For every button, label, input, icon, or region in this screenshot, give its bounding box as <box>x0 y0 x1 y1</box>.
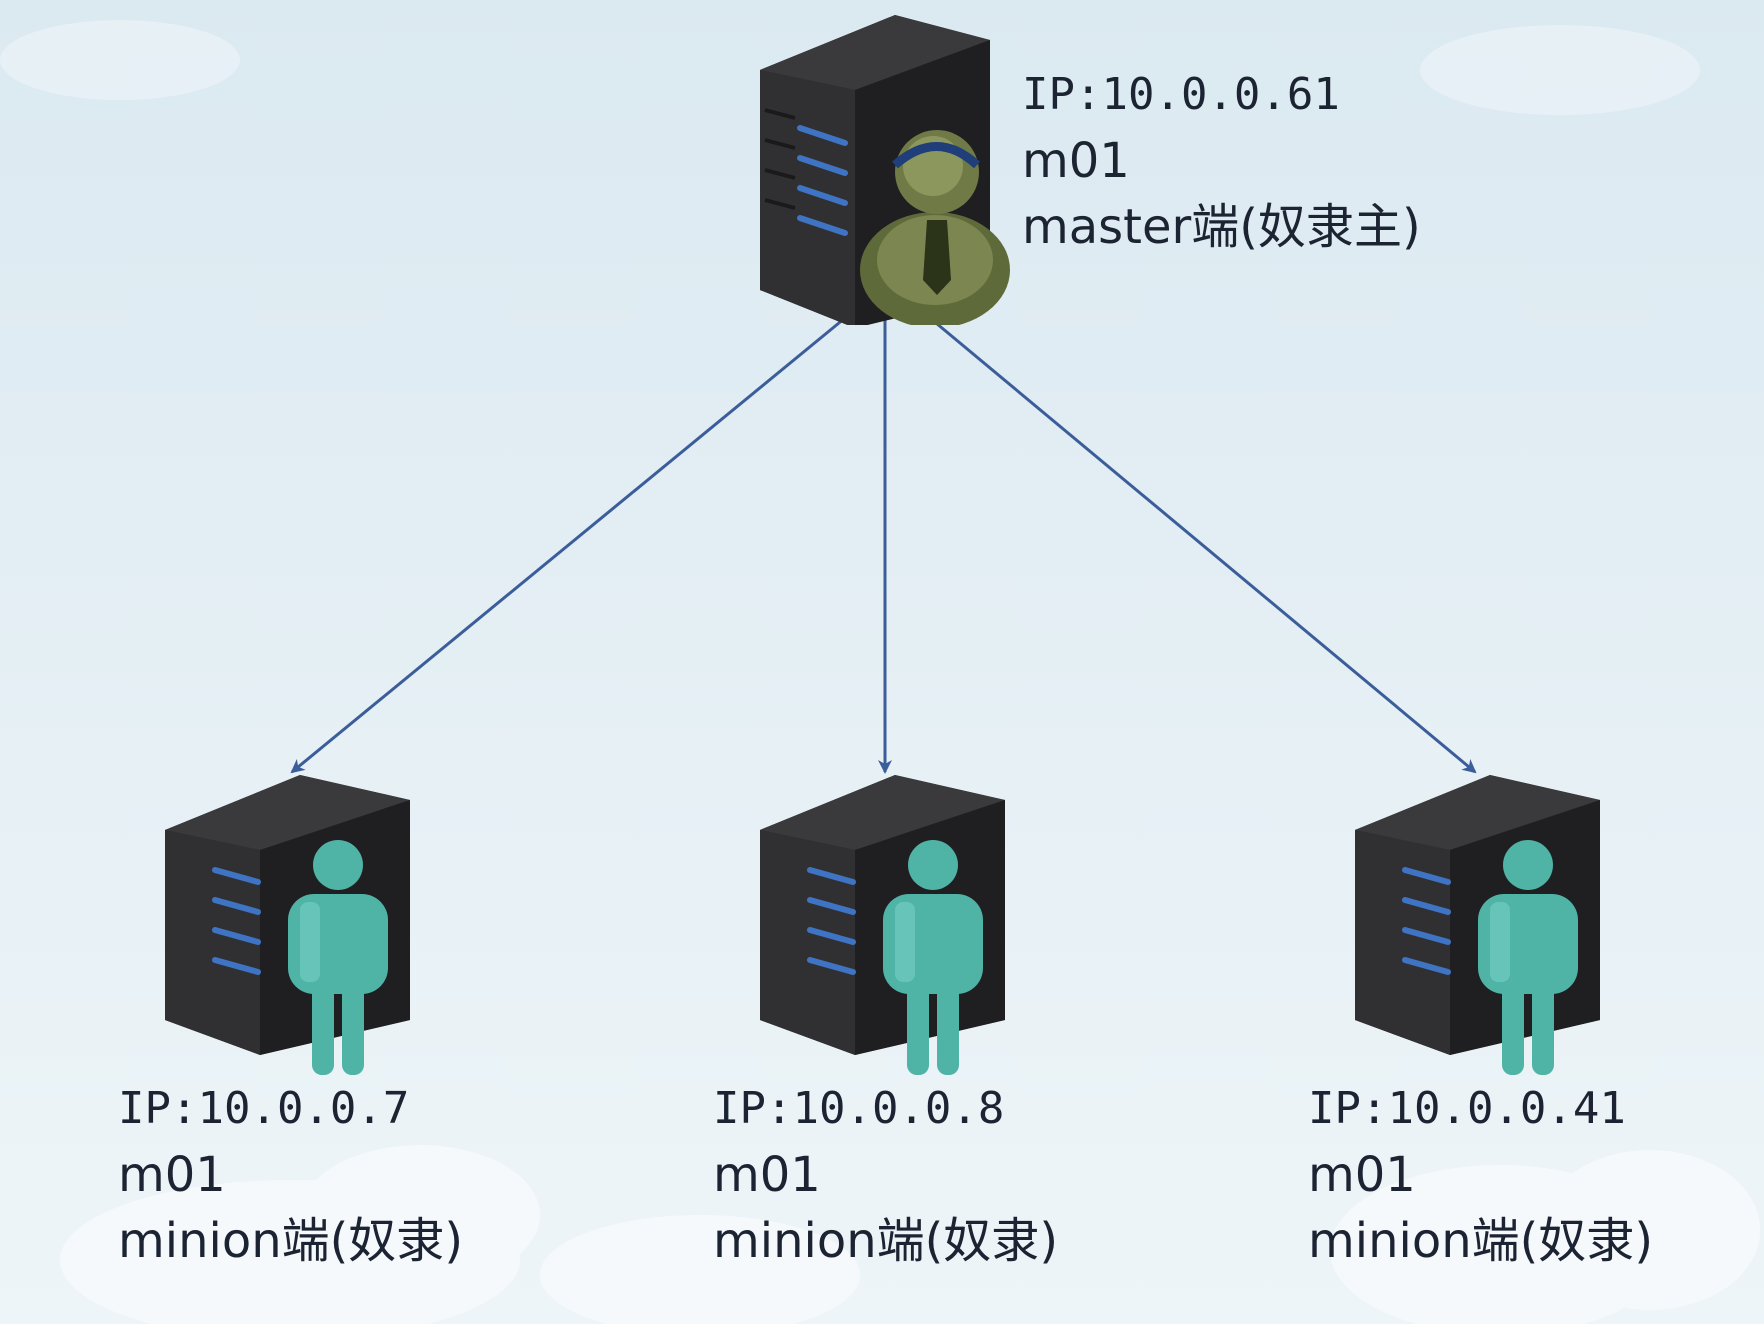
master-role: master端(奴隶主) <box>1022 199 1421 255</box>
minion-label-0: IP:10.0.0.7 m01 minion端(奴隶) <box>118 1076 463 1274</box>
minion-label-2: IP:10.0.0.41 m01 minion端(奴隶) <box>1308 1076 1653 1274</box>
minion-role: minion端(奴隶) <box>713 1213 1059 1269</box>
minion-hostname: m01 <box>118 1147 226 1203</box>
minion-hostname: m01 <box>713 1147 821 1203</box>
minion-role: minion端(奴隶) <box>118 1213 464 1269</box>
server-with-user-icon <box>760 775 1005 1075</box>
server-with-user-icon <box>1355 775 1600 1075</box>
minion-node-2[interactable] <box>1350 770 1610 1085</box>
minion-node-0[interactable] <box>160 770 420 1085</box>
master-ip: IP:10.0.0.61 <box>1022 69 1340 120</box>
server-with-user-icon <box>165 775 410 1075</box>
manager-person-icon <box>860 130 1010 325</box>
master-node[interactable] <box>755 10 1015 325</box>
master-hostname: m01 <box>1022 133 1130 189</box>
server-with-manager-icon <box>760 15 1010 325</box>
edge-master-to-minion-0 <box>290 316 846 774</box>
cloud-decoration <box>0 20 1760 1324</box>
minion-node-1[interactable] <box>755 770 1015 1085</box>
minion-ip: IP:10.0.0.7 <box>118 1083 410 1134</box>
edge-master-to-minion-2 <box>929 316 1477 774</box>
minion-ip: IP:10.0.0.41 <box>1308 1083 1626 1134</box>
minion-label-1: IP:10.0.0.8 m01 minion端(奴隶) <box>713 1076 1058 1274</box>
master-label: IP:10.0.0.61 m01 master端(奴隶主) <box>1022 62 1421 260</box>
minion-ip: IP:10.0.0.8 <box>713 1083 1005 1134</box>
minion-role: minion端(奴隶) <box>1308 1213 1654 1269</box>
minion-hostname: m01 <box>1308 1147 1416 1203</box>
